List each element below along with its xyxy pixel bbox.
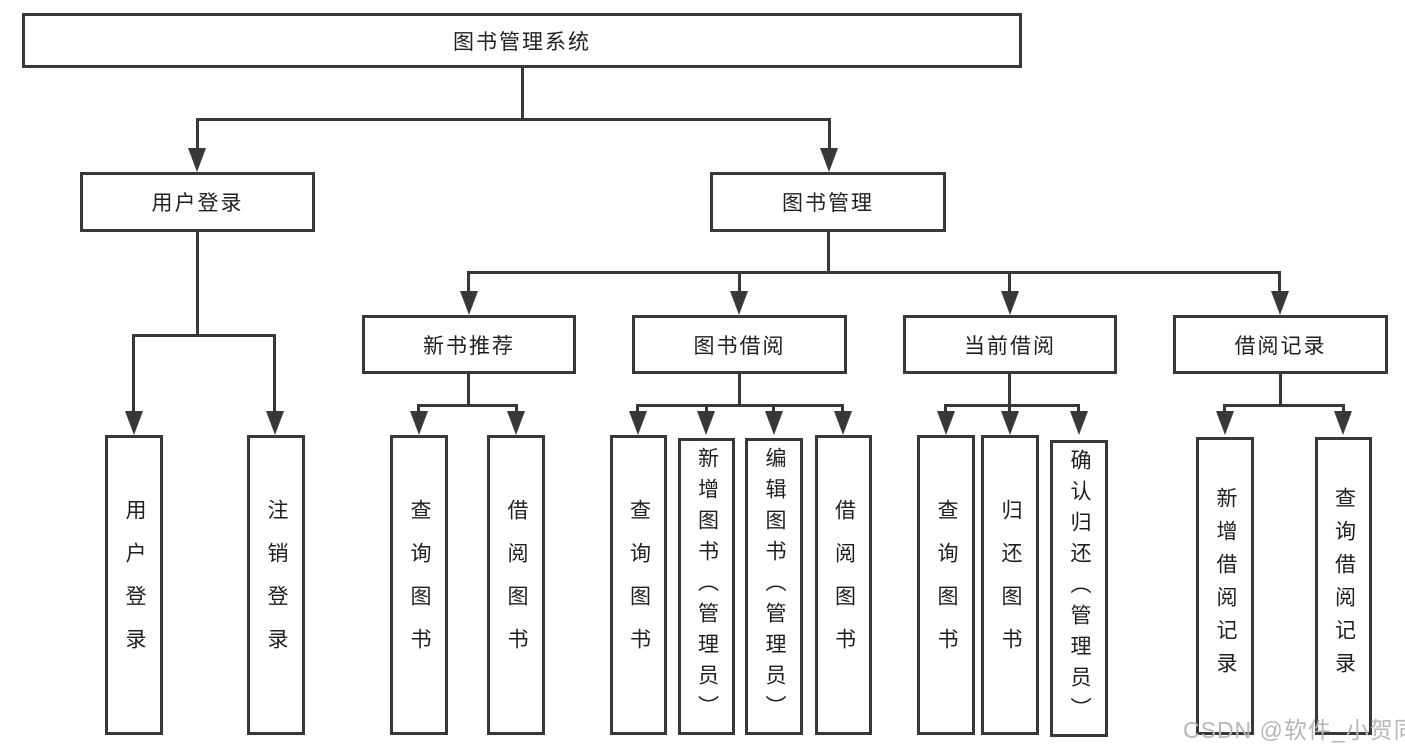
arrowhead-leaf-confirm-return [1070, 411, 1088, 435]
arrowhead-new-book [460, 291, 478, 315]
node-label: 借阅记录 [1234, 334, 1327, 358]
connector-to-new-book [467, 271, 470, 294]
connector-root-stub [521, 66, 524, 120]
leaf-label: 归还图书 [999, 499, 1022, 671]
connector-borrow-records-stub [1279, 372, 1282, 407]
leaf-query-books-current: 查询图书 [917, 435, 975, 735]
arrowhead-leaf-logout [266, 411, 284, 435]
arrowhead-leaf-query-current [937, 411, 955, 435]
arrowhead-user-login [188, 148, 206, 172]
connector-leaf-line [417, 404, 420, 414]
node-book-management: 图书管理 [710, 172, 946, 232]
node-label: 图书借阅 [693, 334, 786, 358]
node-library-system-root: 图书管理系统 [22, 13, 1022, 68]
connector-leaf-line [1342, 404, 1345, 414]
connector-to-leaf-logout [273, 334, 276, 414]
node-new-book-recommend: 新书推荐 [362, 315, 576, 374]
connector-leaf-line [636, 404, 639, 414]
connector-leaf-line [772, 404, 775, 414]
connector-leaf-line [841, 404, 844, 414]
connector-leaf-line [1077, 404, 1080, 414]
arrowhead-leaf-return-books [1001, 411, 1019, 435]
leaf-add-books-admin: 新增图书（管理员） [678, 438, 735, 735]
leaf-query-books-borrow: 查询图书 [610, 435, 667, 735]
arrowhead-current-borrow [1001, 291, 1019, 315]
arrowhead-book-borrow [730, 291, 748, 315]
leaf-edit-books-admin: 编辑图书（管理员） [745, 438, 803, 735]
arrowhead-borrow-records [1271, 291, 1289, 315]
node-label: 用户登录 [151, 192, 244, 215]
connector-leaf-line [944, 404, 947, 414]
connector-user-login-bar [132, 334, 276, 337]
arrowhead-leaf-query-rec [410, 411, 428, 435]
leaf-label: 用户登录 [123, 499, 146, 671]
connector-to-current-borrow [1008, 271, 1011, 294]
node-label: 当前借阅 [964, 334, 1056, 358]
connector-book-borrow-stub [738, 372, 741, 407]
arrowhead-leaf-add-books [697, 411, 715, 435]
connector-new-book-stub [467, 372, 470, 407]
connector-to-borrow-records [1278, 271, 1281, 294]
leaf-query-borrow-record: 查询借阅记录 [1315, 437, 1372, 735]
leaf-confirm-return-admin: 确认归还（管理员） [1050, 440, 1108, 737]
csdn-watermark: CSDN @软件_小贺同学 [1183, 717, 1405, 743]
node-label: 新书推荐 [423, 334, 515, 358]
leaf-return-books: 归还图书 [981, 435, 1039, 735]
connector-root-bar [196, 118, 830, 121]
connector-to-book-mgmt [828, 118, 831, 151]
connector-current-borrow-bar [944, 404, 1080, 407]
connector-book-mgmt-stub [827, 229, 830, 274]
leaf-query-books-recommend: 查询图书 [390, 435, 448, 735]
leaf-label: 编辑图书（管理员） [763, 447, 786, 726]
connector-borrow-records-bar [1223, 404, 1344, 407]
connector-user-login-stub [196, 229, 199, 337]
connector-book-mgmt-bar [467, 271, 1281, 274]
connector-leaf-line [705, 404, 708, 414]
node-user-login: 用户登录 [80, 172, 315, 232]
arrowhead-leaf-login [125, 411, 143, 435]
node-label: 图书管理系统 [453, 30, 591, 54]
connector-to-user-login [196, 118, 199, 151]
connector-book-borrow-bar [636, 404, 844, 407]
node-borrowing-records: 借阅记录 [1173, 315, 1388, 374]
leaf-label: 查询借阅记录 [1332, 487, 1356, 685]
arrowhead-leaf-borrow-rec [507, 411, 525, 435]
leaf-borrow-books-recommend: 借阅图书 [487, 435, 545, 735]
node-label: 图书管理 [782, 192, 874, 215]
leaf-label: 注销登录 [265, 499, 288, 671]
connector-leaf-line [515, 404, 518, 414]
leaf-label: 确认归还（管理员） [1068, 449, 1091, 728]
arrowhead-leaf-query-record [1334, 411, 1352, 435]
leaf-label: 查询图书 [627, 499, 651, 671]
leaf-logout: 注销登录 [247, 435, 305, 735]
arrowhead-leaf-edit-books [765, 411, 783, 435]
leaf-label: 借阅图书 [832, 499, 856, 671]
connector-to-book-borrow [738, 271, 741, 294]
leaf-label: 查询图书 [408, 499, 431, 671]
node-book-borrowing: 图书借阅 [632, 315, 847, 374]
node-current-borrowing: 当前借阅 [903, 315, 1117, 374]
arrowhead-leaf-add-record [1216, 411, 1234, 435]
leaf-label: 查询图书 [935, 499, 958, 671]
arrowhead-leaf-borrow-books [834, 411, 852, 435]
connector-to-leaf-login [132, 334, 135, 414]
leaf-borrow-books: 借阅图书 [815, 435, 872, 735]
arrowhead-book-mgmt [820, 148, 838, 172]
leaf-label: 新增借阅记录 [1214, 487, 1237, 685]
connector-new-book-bar [417, 404, 518, 407]
connector-leaf-line [1008, 404, 1011, 414]
leaf-label: 借阅图书 [505, 499, 528, 671]
connector-leaf-line [1223, 404, 1226, 414]
arrowhead-leaf-query-borrow [629, 411, 647, 435]
leaf-user-login: 用户登录 [105, 435, 163, 735]
leaf-label: 新增图书（管理员） [695, 447, 719, 726]
connector-current-borrow-stub [1008, 372, 1011, 407]
leaf-add-borrow-record: 新增借阅记录 [1196, 437, 1254, 735]
